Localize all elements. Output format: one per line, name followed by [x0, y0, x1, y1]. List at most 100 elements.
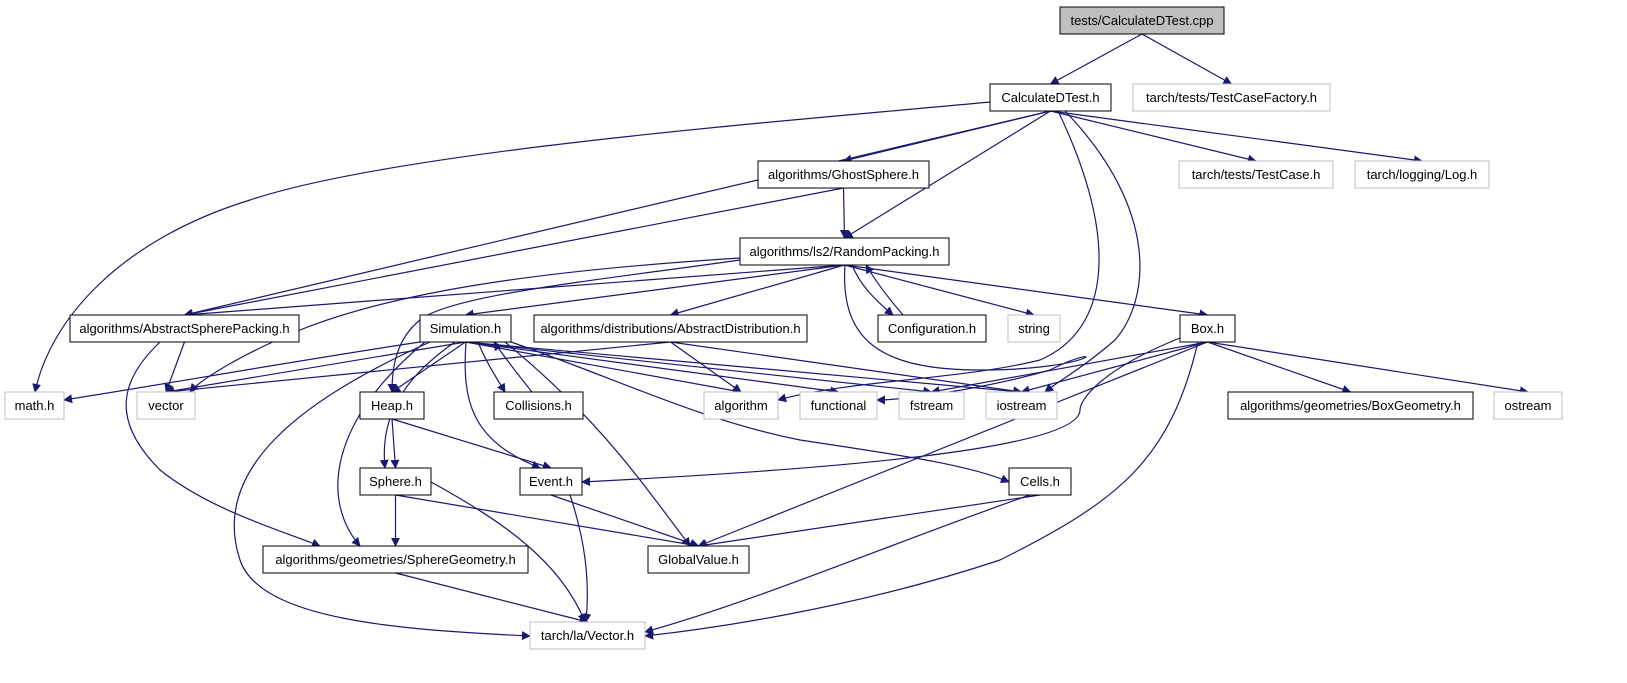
node-label-heap: Heap.h: [371, 398, 413, 413]
node-sphere[interactable]: Sphere.h: [359, 467, 432, 496]
edge-box-vec: [644, 341, 1199, 640]
edge-calcd-asp: [183, 110, 1051, 318]
edge-calcd-rp: [843, 110, 1051, 239]
node-box-ghost: [757, 160, 930, 189]
node-log: tarch/logging/Log.h: [1354, 160, 1490, 189]
edge-sphere-gval: [395, 494, 700, 550]
node-label-spgeom: algorithms/geometries/SphereGeometry.h: [275, 552, 515, 567]
node-box-config: [877, 314, 987, 343]
node-adist[interactable]: algorithms/distributions/AbstractDistrib…: [533, 314, 808, 343]
node-box-algorithm: [703, 391, 779, 420]
node-sim[interactable]: Simulation.h: [419, 314, 512, 343]
edge-heap-sphere: [390, 418, 400, 469]
edge-rp-functional: [843, 264, 1087, 405]
node-box-root: [1059, 6, 1225, 35]
edge-sphere-vec: [430, 481, 587, 623]
node-box-vec: [529, 621, 646, 650]
node-rp[interactable]: algorithms/ls2/RandomPacking.h: [739, 237, 950, 266]
edge-asp-spgeom: [125, 341, 321, 548]
node-label-sim: Simulation.h: [430, 321, 502, 336]
node-boxgeom[interactable]: algorithms/geometries/BoxGeometry.h: [1227, 391, 1474, 420]
node-vector: vector: [136, 391, 196, 420]
edge-rp-heap: [387, 259, 741, 393]
edge-adist-iostream: [670, 341, 1023, 396]
node-box-math: [4, 391, 65, 420]
node-box-sim: [419, 314, 512, 343]
edge-box-ostream: [1207, 341, 1529, 396]
edge-sim-coll: [477, 341, 506, 393]
edge-box-fstream: [930, 341, 1208, 395]
node-box-box: [1179, 314, 1236, 343]
edge-calcd-algorithm: [777, 110, 1100, 403]
edge-coll-sim: [493, 341, 533, 393]
node-label-event: Event.h: [529, 474, 573, 489]
edge-sim-vec: [233, 341, 531, 641]
node-spgeom[interactable]: algorithms/geometries/SphereGeometry.h: [262, 545, 529, 574]
node-box-calcd: [989, 83, 1112, 112]
edge-ghost-asp: [183, 187, 844, 318]
node-math: math.h: [4, 391, 65, 420]
edge-adist-vector: [165, 341, 671, 396]
node-testcase: tarch/tests/TestCase.h: [1178, 160, 1334, 189]
node-box-adist: [533, 314, 808, 343]
node-box-sphere: [359, 467, 432, 496]
node-asp[interactable]: algorithms/AbstractSpherePacking.h: [69, 314, 300, 343]
node-label-tcfactory: tarch/tests/TestCaseFactory.h: [1146, 90, 1317, 105]
node-config[interactable]: Configuration.h: [877, 314, 987, 343]
node-coll[interactable]: Collisions.h: [493, 391, 584, 420]
node-box[interactable]: Box.h: [1179, 314, 1236, 343]
node-box-event: [519, 467, 583, 496]
node-box-tcfactory: [1132, 83, 1331, 112]
edges-layer: [32, 33, 1529, 641]
node-cells[interactable]: Cells.h: [1008, 467, 1072, 496]
edge-sim-algorithm: [465, 341, 742, 395]
node-label-vector: vector: [148, 398, 184, 413]
edge-config-rp: [865, 264, 904, 316]
node-label-vec: tarch/la/Vector.h: [541, 628, 634, 643]
edge-calcd-log: [1050, 110, 1423, 165]
node-label-asp: algorithms/AbstractSpherePacking.h: [79, 321, 289, 336]
node-label-adist: algorithms/distributions/AbstractDistrib…: [540, 321, 800, 336]
node-calcd[interactable]: CalculateDTest.h: [989, 83, 1112, 112]
node-algorithm: algorithm: [703, 391, 779, 420]
edge-calcd-math: [32, 101, 991, 393]
edge-cells-vec: [644, 494, 1031, 635]
edge-sim-functional: [465, 341, 840, 396]
node-label-iostream: iostream: [997, 398, 1047, 413]
edge-sim-math: [63, 341, 421, 404]
node-box-spgeom: [262, 545, 529, 574]
node-string: string: [1007, 314, 1061, 343]
nodes-layer: tests/CalculateDTest.cppCalculateDTest.h…: [4, 6, 1563, 650]
node-box-fstream: [898, 391, 965, 420]
edge-ghost-rp: [839, 187, 849, 239]
edge-spgeom-vec: [395, 572, 589, 625]
node-ghost[interactable]: algorithms/GhostSphere.h: [757, 160, 930, 189]
node-event[interactable]: Event.h: [519, 467, 583, 496]
edge-rp-adist: [669, 264, 845, 318]
edge-sim-spgeom: [337, 341, 426, 547]
node-box-rp: [739, 237, 950, 266]
edge-event-vec: [569, 494, 592, 623]
node-gval[interactable]: GlobalValue.h: [647, 545, 750, 574]
edge-adist-algorithm: [670, 341, 742, 393]
node-heap[interactable]: Heap.h: [359, 391, 425, 420]
node-label-gval: GlobalValue.h: [658, 552, 739, 567]
node-label-ostream: ostream: [1505, 398, 1552, 413]
node-vec: tarch/la/Vector.h: [529, 621, 646, 650]
edge-root-tcfactory: [1141, 33, 1233, 85]
edge-root-calcd: [1049, 33, 1143, 85]
node-label-cells: Cells.h: [1020, 474, 1060, 489]
node-label-config: Configuration.h: [888, 321, 976, 336]
edge-rp-asp: [183, 264, 845, 319]
node-label-testcase: tarch/tests/TestCase.h: [1192, 167, 1321, 182]
node-box-cells: [1008, 467, 1072, 496]
node-box-asp: [69, 314, 300, 343]
edge-cells-gval: [697, 494, 1041, 550]
node-box-vector: [136, 391, 196, 420]
edge-heap-event: [391, 418, 552, 470]
node-ostream: ostream: [1493, 391, 1563, 420]
edge-event-gval: [550, 494, 700, 548]
node-root[interactable]: tests/CalculateDTest.cpp: [1059, 6, 1225, 35]
node-functional: functional: [799, 391, 878, 420]
node-label-fstream: fstream: [910, 398, 953, 413]
